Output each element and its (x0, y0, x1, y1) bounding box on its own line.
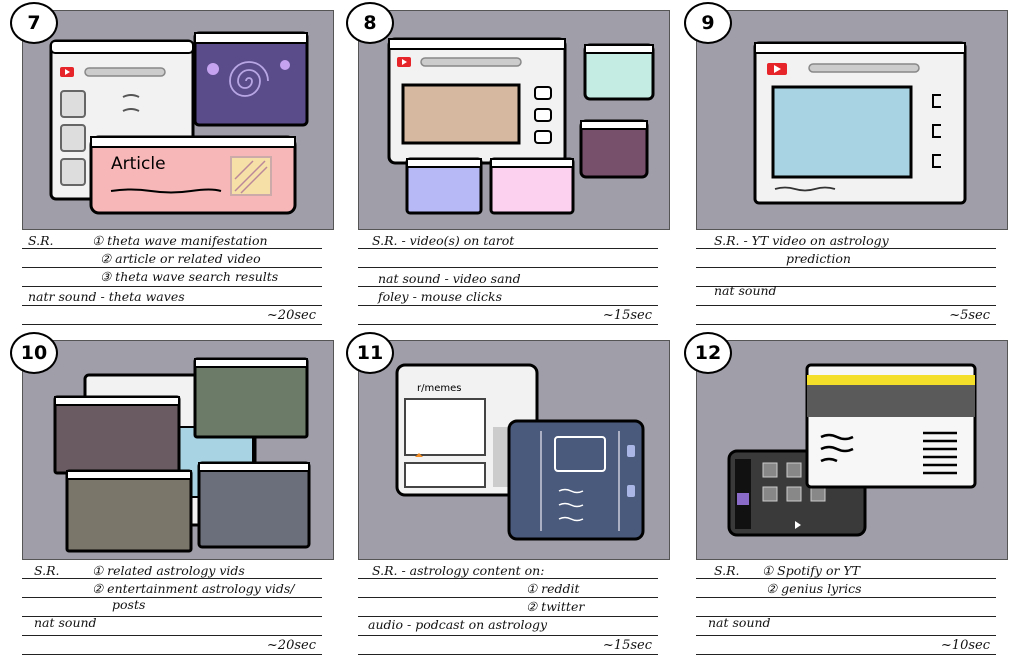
sr-label: S.R. - video(s) on tarot (372, 233, 515, 248)
sr-label: S.R. - astrology content on: (372, 563, 545, 578)
storyboard-panel-11: 11 r/memes S.R. - (346, 332, 670, 655)
panel-number: 9 (684, 2, 732, 44)
sr-label: S.R. (34, 563, 60, 578)
note-item-1: prediction (786, 251, 851, 266)
duration: ~20sec (266, 308, 316, 323)
panel-number: 7 (10, 2, 58, 44)
sound-note: nat sound (34, 615, 97, 630)
sound-note: nat sound (714, 283, 777, 298)
panel-number: 10 (10, 332, 58, 374)
video-player (771, 85, 913, 179)
panel-notes: S.R. ① related astrology vids ② entertai… (22, 560, 322, 655)
video-thumbnail (197, 461, 311, 549)
duration: ~15sec (602, 638, 652, 653)
panel-number: 8 (346, 2, 394, 44)
twitter-phone (507, 419, 645, 541)
storyboard-panel-12: 12 (684, 332, 1008, 655)
panel-illustration (696, 10, 1008, 230)
sound-note: natr sound - theta waves (28, 289, 185, 304)
sound-note: nat sound (708, 615, 771, 630)
browser-window (387, 37, 567, 165)
video-player (401, 83, 521, 145)
note-item-2: ② article or related video (100, 251, 261, 266)
note-item-1: ① Spotify or YT (762, 563, 861, 578)
genius-window (805, 363, 977, 489)
panel-notes: S.R. - astrology content on: ① reddit ② … (358, 560, 658, 655)
reddit-window: r/memes (395, 363, 539, 497)
subreddit-label: r/memes (417, 383, 461, 394)
browser-window (49, 39, 195, 201)
sr-label: S.R. - YT video on astrology (714, 233, 889, 248)
note-item-1: ① related astrology vids (92, 563, 245, 578)
panel-illustration: Article (22, 10, 334, 230)
panel-notes: S.R. - YT video on astrology prediction … (696, 230, 996, 325)
duration: ~10sec (940, 638, 990, 653)
duration: ~15sec (602, 308, 652, 323)
panel-notes: S.R. ① theta wave manifestation ② articl… (22, 230, 322, 325)
duration: ~20sec (266, 638, 316, 653)
sr-label: S.R. (714, 563, 740, 578)
note-item-2: ② twitter (526, 599, 585, 614)
article-card: Article (89, 135, 297, 215)
panel-illustration: r/memes (358, 340, 670, 560)
note-item-3: ③ theta wave search results (100, 269, 279, 284)
note-item-2: ② entertainment astrology vids/ (92, 581, 295, 596)
panel-number: 11 (346, 332, 394, 374)
panel-illustration (22, 340, 334, 560)
note-item-1: ① reddit (526, 581, 580, 596)
sound-note: nat sound - video sand (378, 271, 521, 286)
storyboard-panel-7: 7 (10, 2, 334, 325)
panel-notes: S.R. ① Spotify or YT ② genius lyrics nat… (696, 560, 996, 655)
sr-label: S.R. (28, 233, 54, 248)
video-thumbnail (53, 395, 181, 475)
panel-number: 12 (684, 332, 732, 374)
storyboard-panel-9: 9 S.R. - YT video on astrology predictio… (684, 2, 1008, 325)
note-item-1: ① theta wave manifestation (92, 233, 268, 248)
sound-note: audio - podcast on astrology (368, 617, 548, 632)
panel-illustration (696, 340, 1008, 560)
note-item-2: ② genius lyrics (766, 581, 862, 596)
play-icon (795, 521, 801, 529)
video-thumbnail (193, 357, 309, 439)
video-thumbnail (65, 469, 193, 553)
article-title: Article (111, 154, 166, 174)
theta-wave-image (193, 31, 309, 127)
storyboard-panel-10: 10 S.R. ① related astrology vids ② enter… (10, 332, 334, 655)
note-item-3: posts (112, 597, 146, 612)
storyboard-panel-8: 8 (346, 2, 670, 325)
upvote-icon (415, 453, 423, 457)
panel-notes: S.R. - video(s) on tarot nat sound - vid… (358, 230, 658, 325)
duration: ~5sec (949, 308, 990, 323)
foley-note: foley - mouse clicks (378, 289, 502, 304)
panel-illustration (358, 10, 670, 230)
browser-window (753, 41, 967, 205)
